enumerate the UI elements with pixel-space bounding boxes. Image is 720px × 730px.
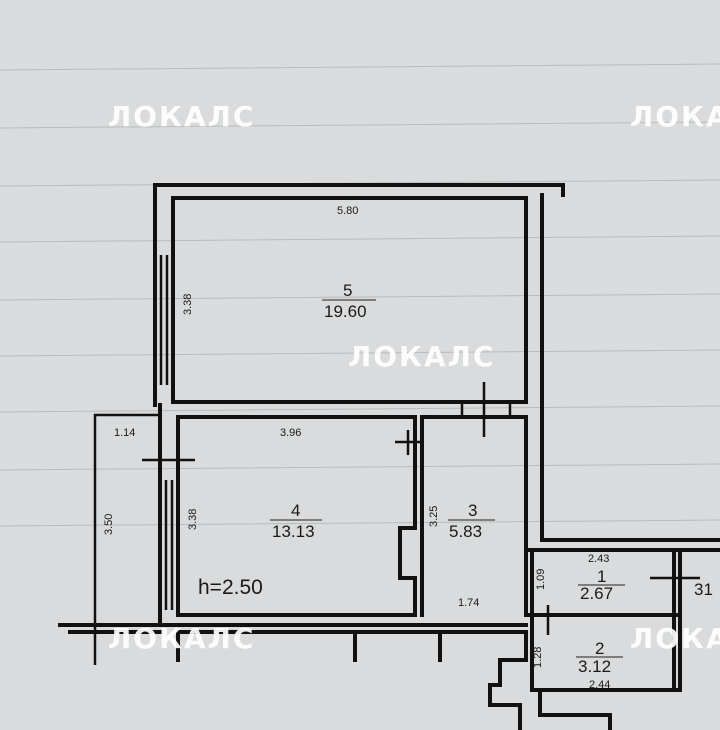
- room3-depth-label: 3.25: [428, 506, 440, 527]
- room31-number: 31: [694, 580, 713, 599]
- room5-number: 5: [343, 281, 352, 300]
- room3-area: 5.83: [449, 522, 482, 541]
- room1-area: 2.67: [580, 584, 613, 603]
- balcony-depth-label: 3.50: [103, 514, 115, 535]
- room1-width-label: 2.43: [588, 553, 609, 565]
- room5-area: 19.60: [324, 302, 367, 321]
- room4-number: 4: [291, 501, 300, 520]
- watermark-top-left: ЛОКАЛС: [108, 100, 255, 133]
- room4-width-label: 3.96: [280, 427, 301, 439]
- walls: [58, 183, 720, 730]
- background-lines: [0, 63, 720, 527]
- room4-depth-label: 3.38: [187, 509, 199, 530]
- room2-number: 2: [595, 639, 604, 658]
- watermark-top-right: ЛОКАЛС: [630, 100, 720, 133]
- ceiling-height-label: h=2.50: [198, 576, 263, 599]
- room5-depth-label: 3.38: [182, 294, 194, 315]
- room2-depth-label: 1.28: [532, 647, 544, 668]
- room1-depth-label: 1.09: [535, 569, 547, 590]
- room1-number: 1: [597, 567, 606, 586]
- watermark-bottom-right: ЛОКАЛС: [630, 622, 720, 655]
- room2-area: 3.12: [578, 657, 611, 676]
- watermark-bottom-left: ЛОКАЛС: [108, 622, 255, 655]
- room3-number: 3: [468, 501, 477, 520]
- room5-width-label: 5.80: [337, 205, 358, 217]
- watermark-center: ЛОКАЛС: [348, 340, 495, 373]
- room2-width-label: 2.44: [589, 679, 610, 691]
- balcony-width-label: 1.14: [114, 427, 135, 439]
- room3-width-label: 1.74: [458, 597, 479, 609]
- room4-area: 13.13: [272, 522, 315, 541]
